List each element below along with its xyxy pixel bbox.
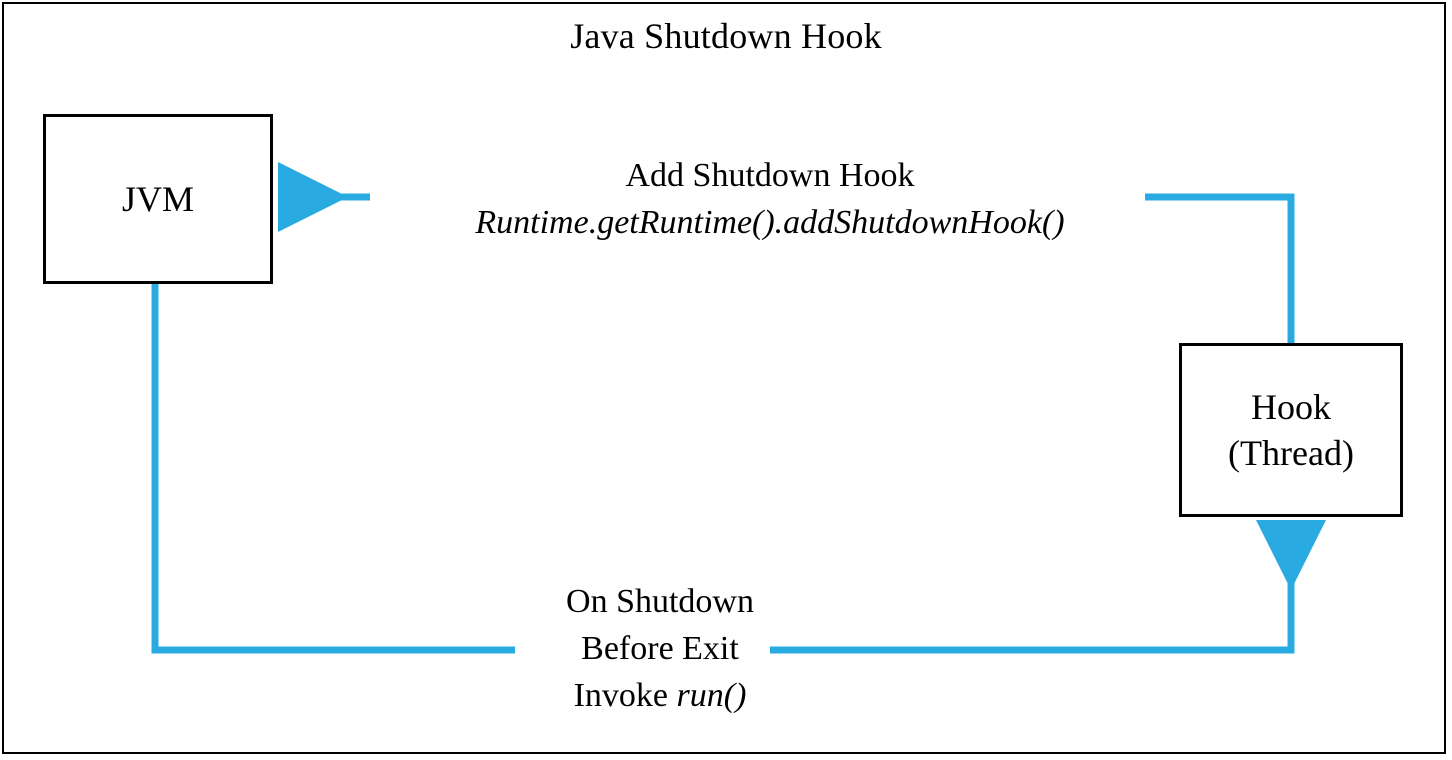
node-jvm-label: JVM — [121, 179, 195, 219]
node-hook-label: Hook (Thread) — [1228, 384, 1354, 476]
node-hook[interactable]: Hook (Thread) — [1179, 343, 1403, 517]
edge-label-add-line1: Add Shutdown Hook — [625, 157, 915, 194]
edge-label-shutdown-line3-code: run() — [676, 677, 747, 714]
edge-label-shutdown-line3: Invoke run() — [500, 672, 820, 719]
edge-label-on-shutdown: On Shutdown Before Exit Invoke run() — [500, 578, 820, 719]
page-title: Java Shutdown Hook — [570, 16, 882, 56]
edge-label-shutdown-line1: On Shutdown — [566, 583, 754, 620]
edge-label-add-line2-code: Runtime.getRuntime().addShutdownHook() — [475, 204, 1065, 241]
edge-label-shutdown-line3-prefix: Invoke — [573, 677, 677, 714]
edge-label-add-shutdown-hook: Add Shutdown Hook Runtime.getRuntime().a… — [390, 152, 1150, 246]
edge-on-shutdown — [151, 283, 1326, 654]
edge-add-shutdown-hook — [278, 162, 1295, 343]
node-hook-label-line2: (Thread) — [1228, 433, 1354, 473]
node-hook-label-line1: Hook — [1250, 387, 1331, 427]
edge-label-shutdown-line2: Before Exit — [581, 630, 739, 667]
node-jvm[interactable]: JVM — [43, 114, 273, 284]
